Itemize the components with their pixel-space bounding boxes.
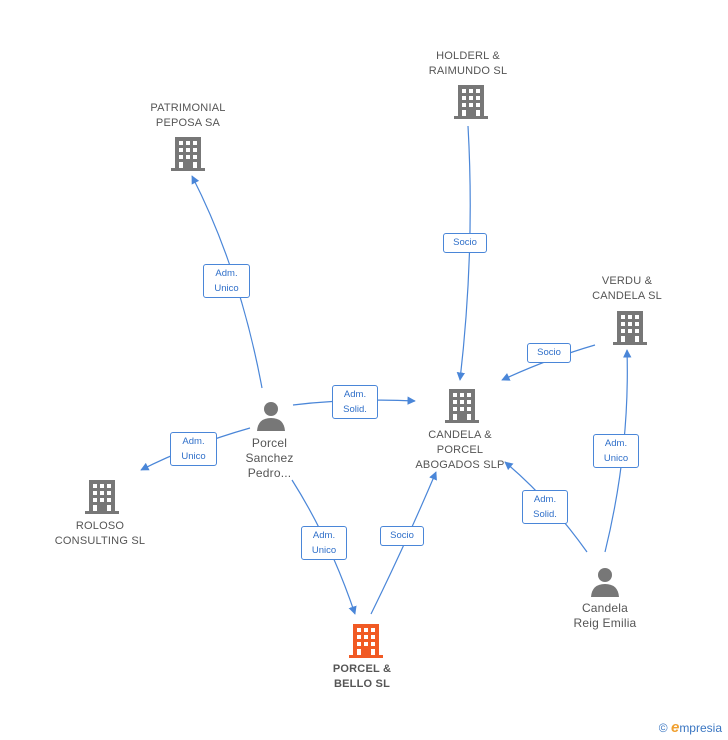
relation-label-adm-unico[interactable]: Adm. Unico bbox=[301, 526, 347, 560]
person-icon bbox=[257, 402, 285, 431]
node-verdu[interactable] bbox=[612, 310, 648, 346]
label-holderl: HOLDERL & RAIMUNDO SL bbox=[428, 50, 508, 77]
node-roloso[interactable] bbox=[84, 479, 120, 515]
building-icon bbox=[454, 85, 488, 119]
label-patrimonial: PATRIMONIAL PEPOSA SA bbox=[150, 102, 226, 129]
person-icon bbox=[591, 568, 619, 597]
relation-label-adm-unico[interactable]: Adm. Unico bbox=[593, 434, 639, 468]
label-verdu: VERDU & CANDELA SL bbox=[592, 275, 662, 302]
node-candela-porcel[interactable] bbox=[444, 388, 480, 424]
node-porcel-bello[interactable] bbox=[348, 623, 384, 659]
building-icon bbox=[171, 137, 205, 171]
building-icon bbox=[85, 480, 119, 514]
label-roloso: ROLOSO CONSULTING SL bbox=[54, 520, 146, 547]
logo-text: mpresia bbox=[679, 721, 722, 735]
copyright-symbol: © bbox=[658, 721, 668, 735]
label-porcel-bello: PORCEL & BELLO SL bbox=[332, 663, 392, 690]
node-patrimonial[interactable] bbox=[170, 136, 206, 172]
building-icon bbox=[349, 624, 383, 658]
relation-label-adm-solid[interactable]: Adm. Solid. bbox=[522, 490, 568, 524]
relation-label-socio[interactable]: Socio bbox=[380, 526, 424, 546]
node-candela-person[interactable] bbox=[590, 566, 620, 598]
empresia-logo: © empresia bbox=[659, 719, 722, 736]
building-icon bbox=[613, 311, 647, 345]
node-porcel-person[interactable] bbox=[256, 400, 286, 432]
label-candela-person: Candela Reig Emilia bbox=[573, 601, 637, 630]
relation-label-socio[interactable]: Socio bbox=[527, 343, 571, 363]
relation-label-adm-solid[interactable]: Adm. Solid. bbox=[332, 385, 378, 419]
label-candela-porcel: CANDELA & PORCEL ABOGADOS SLP bbox=[415, 429, 505, 471]
node-holderl[interactable] bbox=[453, 84, 489, 120]
label-porcel-person: Porcel Sanchez Pedro... bbox=[245, 436, 294, 480]
relation-label-adm-unico[interactable]: Adm. Unico bbox=[203, 264, 250, 298]
edge-holderl-candela-porcel bbox=[456, 125, 471, 381]
logo-letter-e: e bbox=[670, 719, 680, 736]
building-icon bbox=[445, 389, 479, 423]
relation-label-adm-unico[interactable]: Adm. Unico bbox=[170, 432, 217, 466]
relation-label-socio[interactable]: Socio bbox=[443, 233, 487, 253]
